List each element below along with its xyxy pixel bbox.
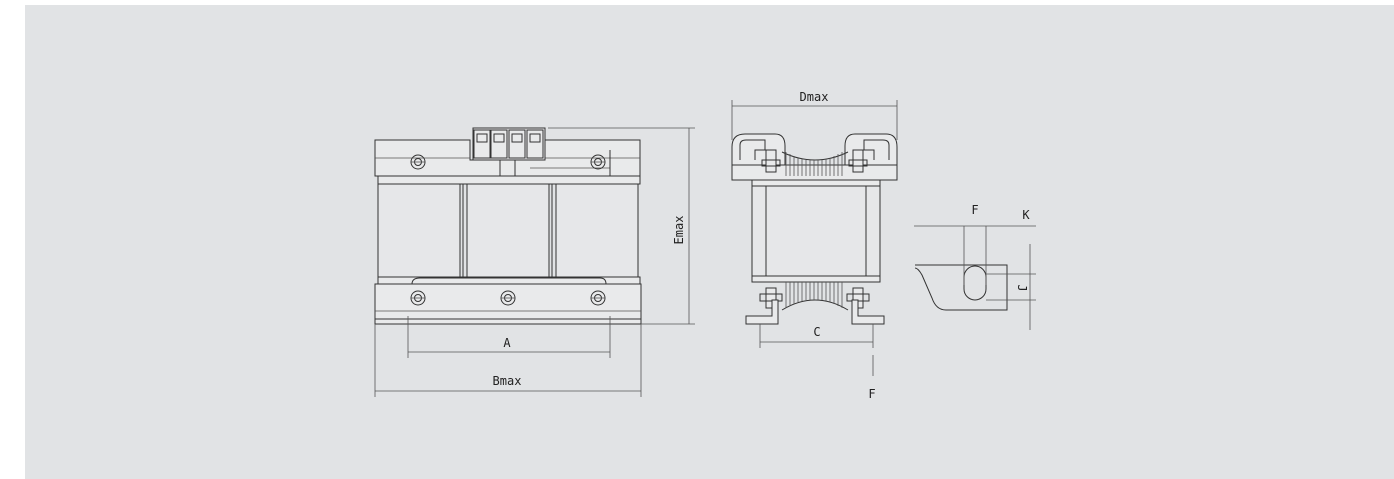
label-k: K — [1022, 208, 1030, 222]
label-f-top: F — [971, 203, 978, 217]
side-body — [751, 185, 881, 277]
dimension-a — [407, 324, 611, 358]
dimension-emax — [548, 127, 695, 325]
top-bolt-left — [410, 154, 426, 170]
label-emax: Emax — [672, 216, 686, 245]
label-j: J — [1015, 284, 1029, 291]
dimension-bmax — [374, 324, 642, 397]
dimension-c — [759, 324, 874, 348]
bottom-bolt-2 — [500, 290, 516, 306]
label-a: A — [503, 336, 511, 350]
coil-left — [377, 183, 461, 278]
top-bolt-right — [590, 154, 606, 170]
terminal-block — [472, 127, 546, 161]
side-view — [731, 133, 898, 325]
coil-right — [555, 183, 639, 278]
front-view — [374, 127, 642, 325]
side-foot-right — [851, 299, 885, 325]
dimension-dmax — [731, 100, 898, 140]
label-f-bottom: F — [868, 387, 875, 401]
drawing-panel — [25, 5, 1394, 479]
coil-middle — [466, 183, 550, 278]
slot-detail — [914, 225, 1036, 330]
label-c: C — [813, 325, 820, 339]
slot-oblong — [963, 265, 987, 301]
bottom-bolt-3 — [590, 290, 606, 306]
label-bmax: Bmax — [493, 374, 522, 388]
side-foot-left — [745, 299, 779, 325]
bottom-bolt-1 — [410, 290, 426, 306]
label-dmax: Dmax — [800, 90, 829, 104]
